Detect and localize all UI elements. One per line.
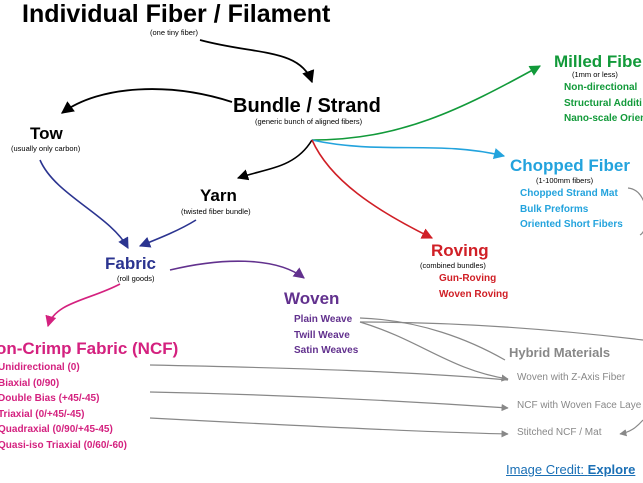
hybrid-item: NCF with Woven Face Laye — [517, 400, 642, 411]
arrow-fabric-to-ncf — [45, 283, 121, 328]
roving-item: Woven Roving — [439, 288, 509, 300]
milled-fiber-label: Milled Fiber — [554, 52, 643, 71]
milled-item: Nano-scale Orien — [564, 113, 643, 124]
ncf-item: Biaxial (0/90) — [0, 377, 60, 389]
yarn-subtitle: (twisted fiber bundle) — [181, 207, 251, 216]
roving-list: Gun-Roving Woven Roving — [439, 271, 508, 302]
hybrid-item: Stitched NCF / Mat — [517, 427, 602, 438]
ncf-item: Unidirectional (0) — [0, 362, 80, 373]
arrow-right-to-stitched — [619, 419, 643, 437]
ncf-label: on-Crimp Fabric (NCF) — [0, 339, 179, 358]
chopped-item: Chopped Strand Mat — [520, 188, 618, 199]
arrow-bundle-to-tow — [60, 88, 233, 114]
tow-subtitle: (usually only carbon) — [11, 144, 81, 153]
image-credit-link[interactable]: Image Credit: Explore — [506, 463, 635, 476]
image-credit-label: Image Credit: — [506, 462, 585, 477]
chopped-fiber-subtitle: (1-100mm fibers) — [536, 176, 594, 185]
woven-item: Twill Weave — [294, 329, 350, 341]
arrow-bundle-to-roving — [311, 139, 434, 239]
ncf-item: Triaxial (0/+45/-45) — [0, 408, 85, 420]
chopped-item: Bulk Preforms — [520, 203, 589, 215]
woven-item: Plain Weave — [294, 314, 353, 325]
milled-item: Non-directional — [564, 82, 638, 93]
arrow-bundle-to-milled — [311, 65, 541, 141]
ncf-item: Quasi-iso Triaxial (0/60/-60) — [0, 439, 127, 451]
tow-label: Tow — [30, 124, 63, 143]
woven-label: Woven — [284, 289, 340, 308]
bundle-strand-subtitle: (generic bunch of aligned fibers) — [255, 117, 363, 126]
image-credit-name: Explore — [587, 462, 636, 477]
arrow-tow-to-fabric — [39, 159, 129, 249]
arrow-woven-to-hybrid-a — [359, 317, 506, 361]
arrow-fiber-to-bundle — [199, 39, 315, 84]
roving-label: Roving — [431, 241, 489, 260]
title-subtitle: (one tiny fiber) — [150, 28, 198, 37]
bundle-strand-label: Bundle / Strand — [233, 95, 381, 117]
milled-fiber-subtitle: (1mm or less) — [572, 70, 618, 79]
arrow-bundle-to-chopped — [311, 139, 506, 159]
milled-fiber-list: Non-directional Structural Additi Nano-s… — [564, 80, 643, 127]
arrow-bundle-to-yarn — [236, 139, 313, 181]
roving-subtitle: (combined bundles) — [420, 261, 486, 270]
chopped-fiber-label: Chopped Fiber — [510, 156, 630, 175]
roving-item: Gun-Roving — [439, 273, 497, 284]
arrow-woven-to-zaxis — [359, 321, 509, 382]
milled-item: Structural Additi — [564, 97, 642, 109]
yarn-label: Yarn — [200, 186, 237, 205]
arrow-ncf-to-stitched — [149, 417, 509, 438]
chopped-item: Oriented Short Fibers — [520, 219, 623, 230]
arrow-yarn-to-fabric — [138, 219, 197, 248]
ncf-item: Quadraxial (0/90/+45-45) — [0, 424, 113, 435]
arrow-ncf-to-face-layer — [149, 391, 509, 412]
chopped-fiber-list: Chopped Strand Mat Bulk Preforms Oriente… — [520, 186, 623, 233]
title: Individual Fiber / Filament — [22, 0, 331, 28]
arrow-woven-to-hybrid-b — [359, 321, 643, 341]
arrow-ncf-to-zaxis — [149, 364, 509, 381]
hybrid-materials-label: Hybrid Materials — [509, 345, 611, 360]
woven-list: Plain Weave Twill Weave Satin Weaves — [294, 312, 358, 359]
fabric-label: Fabric — [105, 254, 157, 273]
arrow-fabric-to-woven — [169, 260, 305, 279]
woven-item: Satin Weaves — [294, 345, 359, 356]
ncf-list: Unidirectional (0) Biaxial (0/90) Double… — [0, 360, 127, 453]
arrow-chopped-right — [627, 187, 643, 236]
hybrid-item: Woven with Z-Axis Fiber — [517, 372, 626, 383]
fabric-subtitle: (roll goods) — [117, 274, 155, 283]
ncf-item: Double Bias (+45/-45) — [0, 393, 100, 404]
